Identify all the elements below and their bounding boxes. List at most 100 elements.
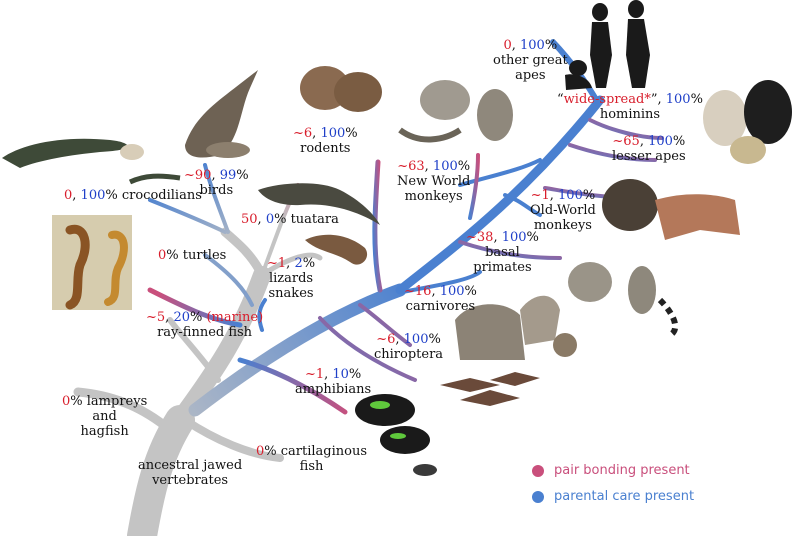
pct-pair: 0 (158, 248, 167, 263)
label-text: % (672, 134, 686, 149)
label-rodents: ~6, 100% rodents (293, 126, 358, 156)
quote-mark: “ (557, 92, 564, 107)
label-cartilaginous: 0% cartilaginous fish (256, 444, 367, 474)
label-text: hagfish (80, 424, 129, 439)
legend-pair-bonding: pair bonding present (532, 463, 690, 478)
label-text: amphibians (295, 382, 372, 397)
label-text: % (582, 188, 596, 203)
label-text: % (544, 38, 558, 53)
label-text: basal (485, 245, 520, 260)
marmoset-illustration (398, 80, 513, 143)
label-text: % (690, 92, 703, 107)
rodent-illustration (300, 66, 382, 112)
label-text: fish (299, 459, 324, 474)
lemur-illustration (568, 262, 679, 338)
label-crocodilians: 0, 100% crocodilians (64, 188, 202, 203)
label-text: % (457, 159, 471, 174)
label-text: snakes (268, 286, 314, 301)
label-text: % (189, 310, 207, 325)
seahorse-illustration (52, 215, 132, 310)
label-text: primates (473, 260, 532, 275)
separator: , (312, 126, 321, 141)
label-text: % (464, 284, 477, 299)
label-old-world-monkeys: ~1, 100% Old-World monkeys (530, 188, 596, 233)
label-text: ray-finned fish (157, 325, 253, 340)
pct-care: 100 (665, 92, 691, 107)
label-text: % lampreys (70, 394, 148, 409)
pct-care: 100 (439, 284, 465, 299)
crocodile-illustration (2, 138, 181, 185)
separator: , (257, 212, 266, 227)
label-rayfinned: ~5, 20% (marine) ray-finned fish (146, 310, 263, 340)
pct-care: 100 (320, 126, 346, 141)
pct-pair: wide-spread* (563, 92, 651, 107)
legend-label: parental care present (554, 489, 695, 504)
separator: , (286, 256, 295, 271)
pct-care: 100 (80, 188, 106, 203)
human-silhouette (565, 0, 650, 90)
pct-pair: ~1 (267, 256, 287, 271)
label-lesser-apes: ~65, 100% lesser apes (612, 134, 686, 164)
separator: , (211, 168, 220, 183)
pct-care: 100 (432, 159, 458, 174)
label-text: birds (199, 183, 234, 198)
label-lampreys: 0% lampreys and hagfish (62, 394, 147, 439)
pct-pair: ~5 (146, 310, 166, 325)
label-text: % tuatara (274, 212, 339, 227)
separator: , (639, 134, 649, 149)
separator: , (493, 230, 502, 245)
label-text: New World (397, 174, 471, 189)
frog-illustration (355, 394, 437, 476)
label-text: % crocodilians (105, 188, 202, 203)
label-carnivores: ~16, 100% carnivores (404, 284, 477, 314)
pct-pair: ~90 (184, 168, 212, 183)
label-text: % turtles (166, 248, 227, 263)
pct-pair: ~6 (376, 332, 396, 347)
label-chiroptera: ~6, 100% chiroptera (374, 332, 443, 362)
pct-care: 0 (265, 212, 275, 227)
pct-pair: 50 (241, 212, 258, 227)
goose-illustration (185, 70, 258, 158)
label-text: carnivores (405, 299, 476, 314)
label-text: % (348, 367, 362, 382)
monkey-illustration (602, 179, 740, 240)
pct-care: 2 (294, 256, 303, 271)
pct-pair: ~38 (466, 230, 494, 245)
pct-care: 100 (520, 38, 545, 53)
label-birds: ~90, 99% birds (184, 168, 249, 198)
pct-care: 100 (403, 332, 429, 347)
label-text: % (526, 230, 539, 245)
pct-pair: 0 (64, 188, 73, 203)
separator: , (165, 310, 174, 325)
tree-trunk (73, 227, 284, 536)
separator: , (324, 367, 333, 382)
pct-pair: 0 (503, 38, 512, 53)
label-text: lesser apes (612, 149, 686, 164)
bat-illustration (440, 372, 540, 406)
separator: , (72, 188, 81, 203)
label-text: lizards (268, 271, 314, 286)
separator: , (431, 284, 440, 299)
pct-pair: ~1 (304, 367, 325, 382)
label-text: % (428, 332, 441, 347)
pct-pair: ~1 (530, 188, 550, 203)
label-text: chiroptera (374, 347, 444, 362)
wolf-illustration (455, 295, 577, 360)
legend-dot-pink (532, 464, 544, 477)
pct-pair: ~63 (397, 159, 425, 174)
pct-pair: 0 (62, 394, 71, 409)
label-text: Old-World (530, 203, 596, 218)
pct-care: 20 (173, 310, 190, 325)
label-tuatara: 50, 0% tuatara (241, 212, 339, 227)
pct-care: 10 (332, 367, 349, 382)
pct-pair: 0 (256, 444, 265, 459)
marine-note: (marine) (206, 310, 264, 325)
gibbon-illustration (703, 80, 792, 164)
label-ancestral: ancestral jawed vertebrates (138, 458, 242, 488)
legend-parental-care: parental care present (532, 489, 694, 504)
tuatara-illustration (258, 183, 380, 225)
label-text: apes (515, 68, 546, 83)
lizard-illustration (305, 234, 368, 265)
label-amphibians: ~1, 10% amphibians (295, 367, 371, 397)
